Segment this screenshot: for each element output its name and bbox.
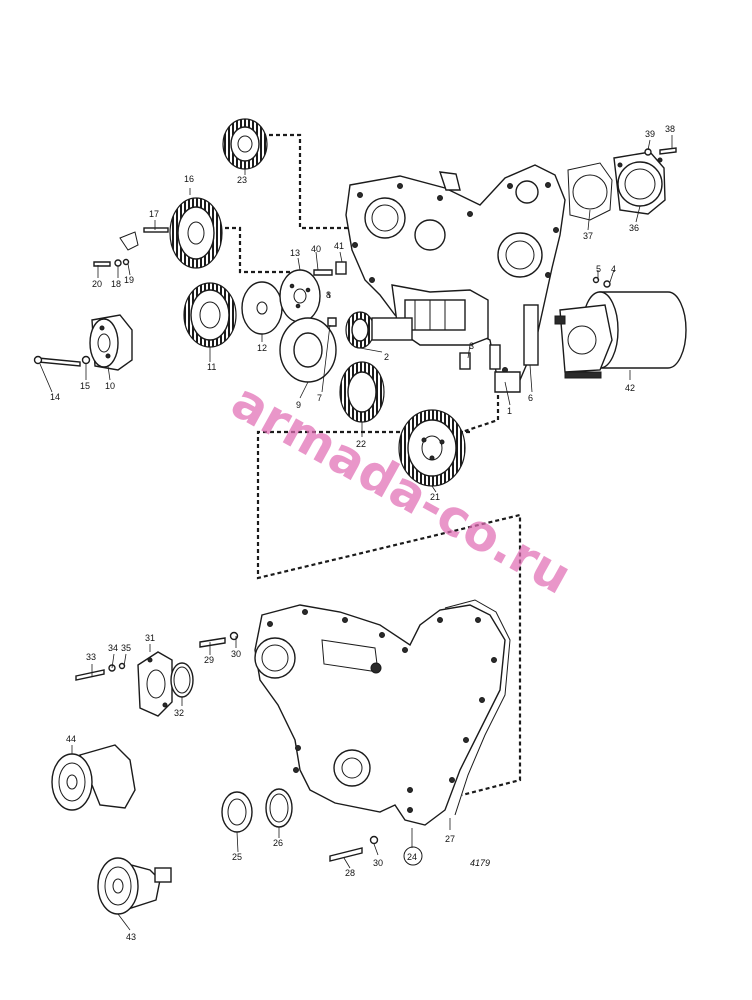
water-pump-pulley-44	[51, 744, 136, 811]
part-label-6: 6	[528, 393, 533, 403]
drawing-code: 4179	[470, 858, 490, 868]
part-label-44: 44	[66, 734, 76, 744]
part-label-13: 13	[290, 248, 300, 258]
part-label-17: 17	[149, 209, 159, 219]
upper-hardware	[33, 147, 677, 370]
oil-seal-25	[221, 791, 253, 833]
part-label-11: 11	[207, 362, 216, 372]
part-label-35: 35	[121, 643, 131, 653]
part-label-9: 9	[296, 400, 301, 410]
part-label-41: 41	[334, 241, 344, 251]
flange-12-13	[241, 269, 321, 335]
gear-2	[345, 311, 413, 349]
part-label-18: 18	[111, 279, 121, 289]
part-label-5: 5	[596, 264, 601, 274]
part-label-28: 28	[345, 868, 355, 878]
part-label-38: 38	[665, 124, 675, 134]
part-number-labels: 1 2 3 4 5 6 7 8 9 10 11 12 13 14 15 16 1…	[50, 124, 675, 942]
part-label-34: 34	[108, 643, 118, 653]
part-label-30b: 30	[373, 858, 383, 868]
gear-16	[169, 197, 223, 269]
part-label-39: 39	[645, 129, 655, 139]
hub-10	[89, 314, 133, 371]
part-label-36: 36	[629, 223, 639, 233]
part-label-21: 21	[430, 492, 440, 502]
part-label-33: 33	[86, 652, 96, 662]
part-label-16: 16	[184, 174, 194, 184]
part-label-29: 29	[204, 655, 214, 665]
circled-label-ring	[403, 846, 423, 866]
timing-gear-plate	[345, 164, 566, 393]
part-label-37: 37	[583, 231, 593, 241]
part-label-12: 12	[257, 343, 267, 353]
seal-housing	[567, 151, 666, 221]
part-label-25: 25	[232, 852, 242, 862]
part-label-7: 7	[317, 393, 322, 403]
gear-23	[222, 118, 268, 170]
part-label-23: 23	[237, 175, 247, 185]
crank-pulley-43	[97, 857, 172, 915]
part-label-31: 31	[145, 633, 155, 643]
part-label-15: 15	[80, 381, 90, 391]
cover-plate-31	[137, 651, 194, 717]
part-label-14: 14	[50, 392, 60, 402]
part-label-19: 19	[124, 275, 134, 285]
part-label-32: 32	[174, 708, 184, 718]
gear-11	[183, 282, 237, 348]
part-label-22: 22	[356, 439, 366, 449]
part-label-40: 40	[311, 244, 321, 254]
part-label-1: 1	[507, 406, 512, 416]
part-label-20: 20	[92, 279, 102, 289]
timing-cover	[254, 599, 511, 826]
oil-filter	[554, 291, 687, 379]
part-label-42: 42	[625, 383, 635, 393]
part-label-27: 27	[445, 834, 455, 844]
part-label-8: 8	[326, 290, 331, 300]
o-ring-26	[265, 788, 293, 828]
part-label-30a: 30	[231, 649, 241, 659]
part-label-26: 26	[273, 838, 283, 848]
part-label-3: 3	[469, 341, 474, 351]
part-label-2: 2	[384, 352, 389, 362]
watermark-text: armada-co.ru	[222, 372, 581, 606]
leader-lines	[39, 135, 673, 931]
part-label-4: 4	[611, 264, 616, 274]
gear-22	[339, 361, 385, 423]
part-label-10: 10	[105, 381, 115, 391]
thrust-washer-9	[279, 317, 337, 383]
part-label-43: 43	[126, 932, 136, 942]
part-label-24: 24	[407, 852, 417, 862]
